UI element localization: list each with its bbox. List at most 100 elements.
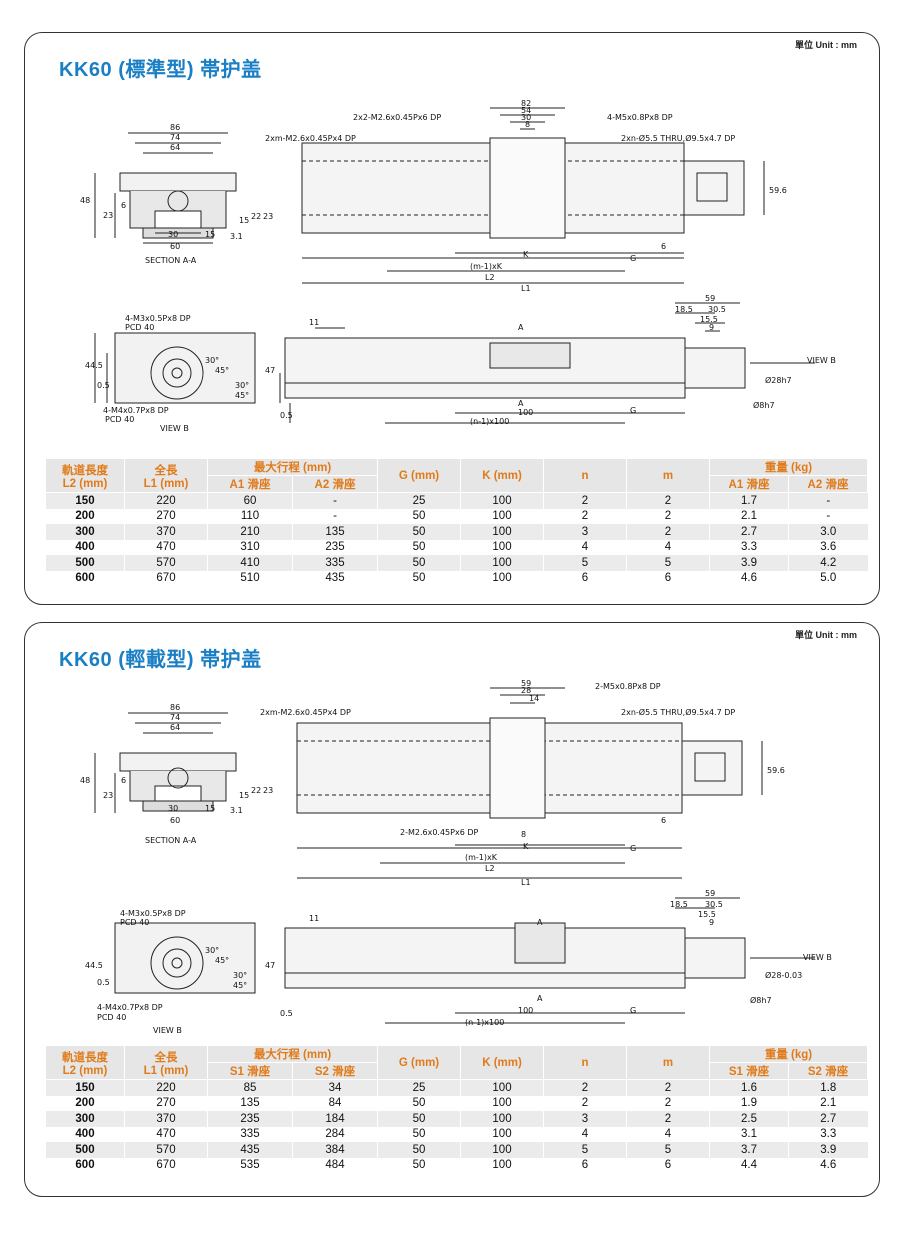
- dim-45-deg: 45°: [215, 366, 229, 375]
- table-cell: 400: [45, 1126, 125, 1142]
- dim-mk: (m-1)xK: [465, 853, 498, 862]
- header-weight: 重量 (kg): [709, 1045, 868, 1063]
- dim-3-1: 3.1: [230, 232, 243, 241]
- dim-44-5: 44.5: [85, 361, 103, 370]
- table-cell: 400: [45, 539, 125, 555]
- header-total-text: 全長: [154, 464, 178, 477]
- table-cell: 500: [45, 1142, 125, 1158]
- table-cell: 570: [124, 1142, 208, 1158]
- dim-g: G: [630, 254, 636, 263]
- dim-64: 64: [170, 723, 180, 732]
- header-g: G (mm): [377, 458, 461, 493]
- dim-64: 64: [170, 143, 180, 152]
- header-weight-w1: S1 滑座: [709, 1062, 789, 1080]
- dim-23: 23: [103, 211, 113, 220]
- header-n: n: [543, 458, 627, 493]
- table-cell: 435: [207, 1142, 293, 1158]
- dim-59: 59: [705, 294, 715, 303]
- table-cell: 570: [124, 555, 208, 571]
- dim-8h7: Ø8h7: [753, 400, 775, 410]
- dim-28: Ø28h7: [765, 375, 792, 385]
- pcd-note-1: PCD 40: [125, 323, 154, 332]
- hole-note-m4: 4-M4x0.7Px8 DP: [103, 406, 169, 415]
- table-cell: 220: [124, 1079, 208, 1096]
- table-cell: 2: [626, 1095, 710, 1111]
- table-cell: 3.6: [788, 539, 868, 555]
- dim-86: 86: [170, 123, 180, 132]
- header-rail-unit: L2 (mm): [62, 1064, 108, 1077]
- table-cell: 25: [377, 492, 461, 509]
- dim-15: 15: [205, 230, 215, 239]
- dim-0-5b: 0.5: [280, 1009, 293, 1018]
- table-cell: 2: [626, 492, 710, 509]
- dim-28: Ø28-0.03: [765, 970, 802, 980]
- dim-45-deg: 45°: [215, 956, 229, 965]
- table-cell: 2: [626, 508, 710, 524]
- table-cell: 85: [207, 1079, 293, 1096]
- table-cell: 100: [460, 1157, 544, 1173]
- table-cell: 270: [124, 1095, 208, 1111]
- dim-30: 30: [168, 230, 178, 239]
- dim-45-deg-b: 45°: [235, 391, 249, 400]
- pcd-note-2: PCD 40: [97, 1013, 126, 1022]
- dim-8: 8: [521, 830, 526, 839]
- header-weight-w1: A1 滑座: [709, 475, 789, 493]
- table-cell: 3.3: [788, 1126, 868, 1142]
- header-stroke-s2: S2 滑座: [292, 1062, 378, 1080]
- table-cell: 384: [292, 1142, 378, 1158]
- dim-48: 48: [80, 196, 90, 205]
- table-cell: 4: [626, 1126, 710, 1142]
- table-cell: 4: [543, 1126, 627, 1142]
- table-cell: 3.9: [788, 1142, 868, 1158]
- view-b-label: VIEW B: [153, 1026, 182, 1035]
- hole-note-4: 2xn-Ø5.5 THRU,Ø9.5x4.7 DP: [621, 707, 735, 717]
- table-cell: 3.9: [709, 555, 789, 571]
- header-k: K (mm): [460, 1045, 544, 1080]
- dim-3-1: 3.1: [230, 806, 243, 815]
- table-cell: 6: [626, 570, 710, 586]
- dim-15-5: 15.5: [700, 315, 718, 324]
- table-cell: 300: [45, 524, 125, 540]
- table-cell: 2: [626, 1079, 710, 1096]
- dim-0-5b: 0.5: [280, 411, 293, 420]
- table-cell: 670: [124, 570, 208, 586]
- light-panel: 單位 Unit : mm KK60 (輕載型) 帯护盖: [24, 622, 880, 1197]
- header-g: G (mm): [377, 1045, 461, 1080]
- table-cell: 50: [377, 539, 461, 555]
- header-weight-w2: S2 滑座: [788, 1062, 868, 1080]
- table-cell: 2.1: [709, 508, 789, 524]
- table-cell: 4.6: [709, 570, 789, 586]
- table-cell: 50: [377, 1095, 461, 1111]
- dim-8: 8: [525, 120, 530, 129]
- dim-48: 48: [80, 776, 90, 785]
- hole-note-1: 2x2-M2.6x0.45Px6 DP: [353, 113, 441, 122]
- table-cell: 200: [45, 508, 125, 524]
- table-cell: 600: [45, 570, 125, 586]
- dim-l2: L2: [485, 273, 495, 282]
- header-stroke-s2: A2 滑座: [292, 475, 378, 493]
- table-cell: 210: [207, 524, 293, 540]
- hole-note-m4: 4-M4x0.7Px8 DP: [97, 1003, 163, 1012]
- section-label: SECTION A-A: [145, 836, 197, 845]
- table-cell: 670: [124, 1157, 208, 1173]
- table-cell: 4: [626, 539, 710, 555]
- table-cell: 6: [543, 1157, 627, 1173]
- table-cell: 300: [45, 1111, 125, 1127]
- header-total-unit: L1 (mm): [143, 1064, 189, 1077]
- dim-60: 60: [170, 816, 180, 825]
- dim-23b: 23: [263, 786, 273, 795]
- dim-59: 59: [705, 889, 715, 898]
- table-cell: 5: [626, 1142, 710, 1158]
- section-mark-a2: A: [537, 994, 543, 1003]
- hole-note-4: 2xn-Ø5.5 THRU,Ø9.5x4.7 DP: [621, 133, 735, 143]
- section-mark-a: A: [537, 918, 543, 927]
- header-n: n: [543, 1045, 627, 1080]
